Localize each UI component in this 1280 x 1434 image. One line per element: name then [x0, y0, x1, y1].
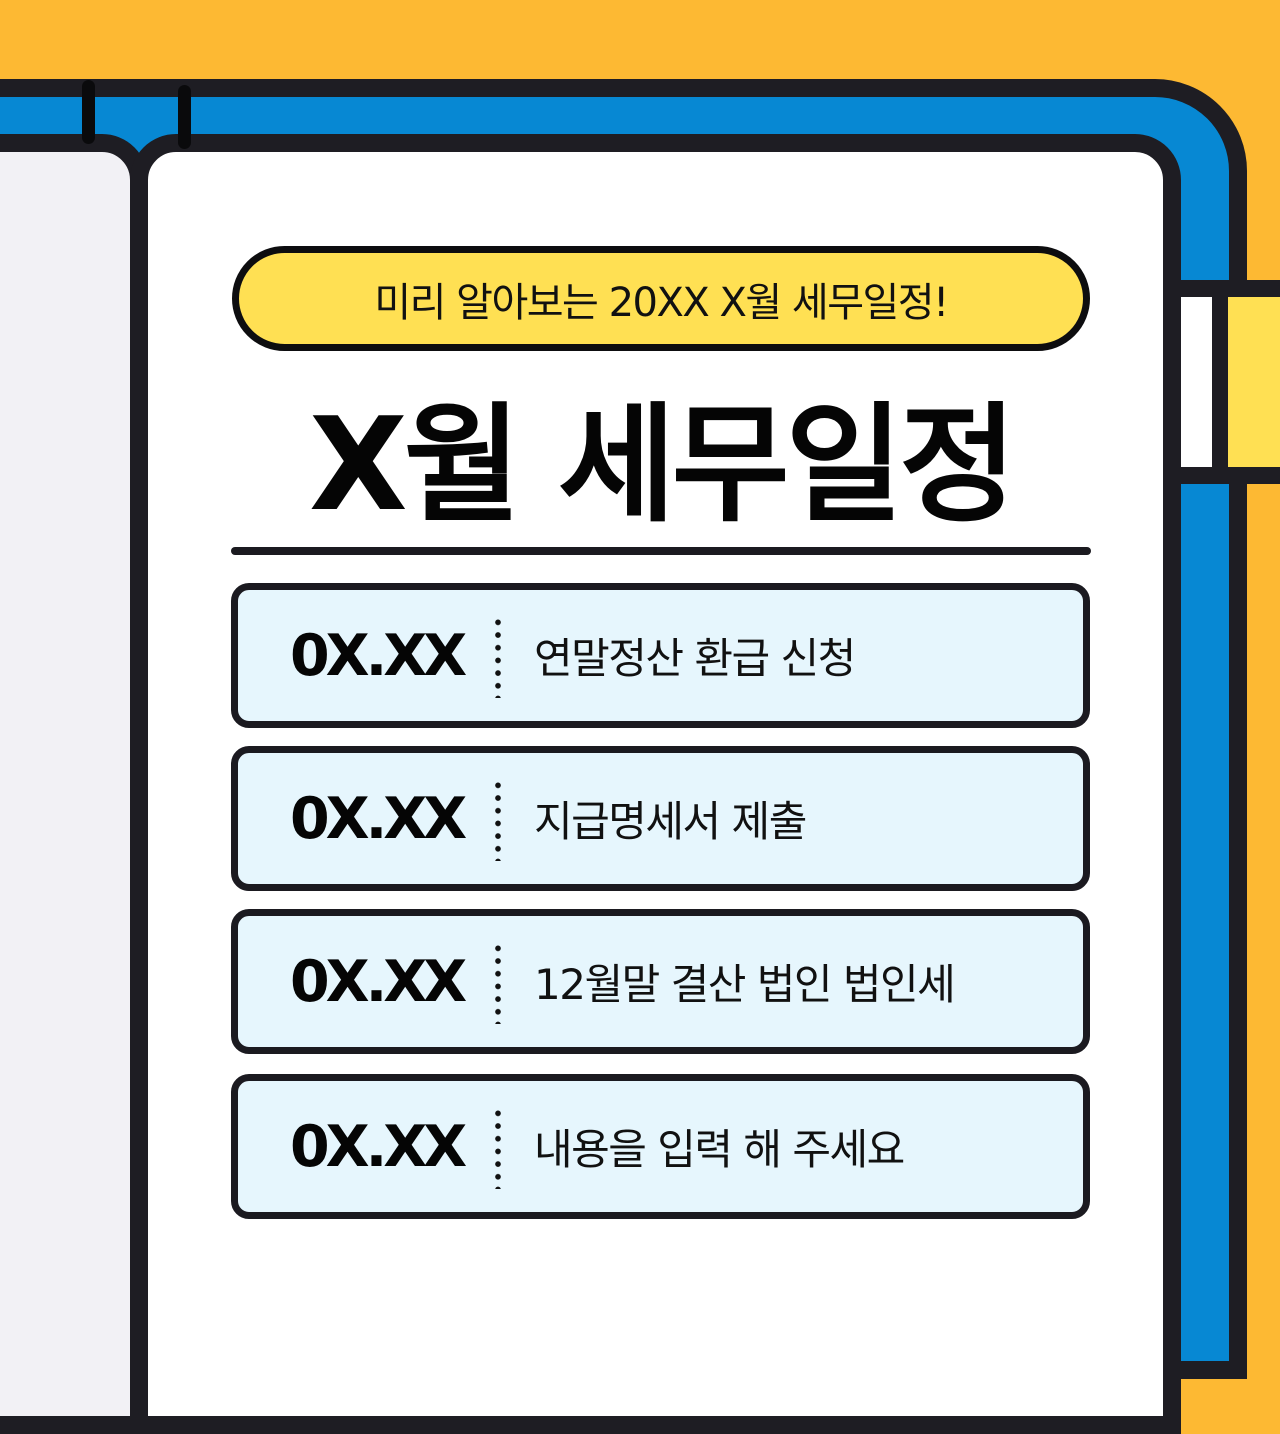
schedule-date: 0X.XX [290, 622, 467, 689]
schedule-row: 0X.XX 연말정산 환급 신청 [231, 583, 1090, 728]
dotted-separator [495, 616, 501, 698]
dotted-separator [495, 942, 501, 1024]
schedule-date: 0X.XX [290, 785, 467, 852]
dotted-separator [495, 1107, 501, 1189]
tab-divider-top [1163, 280, 1280, 297]
schedule-row: 0X.XX 지급명세서 제출 [231, 746, 1090, 891]
binder-clip-icon [82, 80, 95, 144]
schedule-text: 지급명세서 제출 [534, 797, 807, 846]
dotted-separator [495, 779, 501, 861]
tab-divider-bottom [1163, 467, 1280, 484]
binder-clip-icon [178, 85, 191, 149]
schedule-row: 0X.XX 내용을 입력 해 주세요 [231, 1074, 1090, 1219]
side-tab-yellow [1228, 297, 1280, 467]
schedule-text: 내용을 입력 해 주세요 [534, 1125, 905, 1174]
subtitle-pill: 미리 알아보는 20XX X월 세무일정! [232, 246, 1090, 351]
schedule-row: 0X.XX 12월말 결산 법인 법인세 [231, 909, 1090, 1054]
title-divider [231, 547, 1091, 555]
side-tab-inner [1181, 297, 1212, 467]
schedule-date: 0X.XX [290, 948, 467, 1015]
left-page [0, 134, 148, 1434]
side-tab-gap [1212, 297, 1228, 467]
schedule-date: 0X.XX [290, 1113, 467, 1180]
schedule-text: 12월말 결산 법인 법인세 [534, 960, 956, 1009]
schedule-text: 연말정산 환급 신청 [534, 634, 856, 683]
page-title: X월 세무일정 [308, 390, 1017, 540]
subtitle-text: 미리 알아보는 20XX X월 세무일정! [374, 279, 949, 326]
